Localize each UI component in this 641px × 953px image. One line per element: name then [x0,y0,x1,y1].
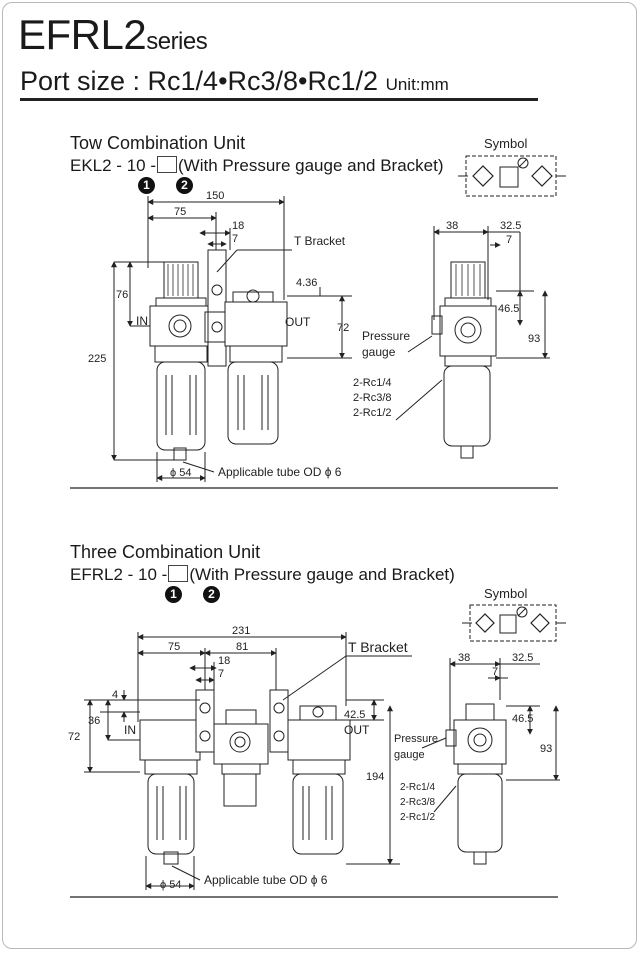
three-dim-93: 93 [540,743,552,755]
two-port-2: 2-Rc3/8 [353,392,392,404]
two-dim-325: 32.5 [500,220,521,232]
three-dim-81: 81 [236,641,248,653]
three-tube-label: Applicable tube OD ϕ 6 [204,873,328,887]
three-dim-38: 38 [458,652,470,664]
two-bracket-label: T Bracket [294,234,346,248]
two-out-label: OUT [285,315,311,329]
three-port-1: 2-Rc1/4 [400,782,435,793]
two-dim-93: 93 [528,333,540,345]
three-unit-model: EFRL2 - 10 -(With Pressure gauge and Bra… [70,565,455,584]
three-gauge-label-1: Pressure [394,733,438,745]
three-dim-7a: 7 [218,668,224,680]
three-dim-231: 231 [232,625,250,637]
three-bracket-left [195,689,215,753]
three-bracket-label: T Bracket [348,639,408,655]
model-blank-box [157,156,177,173]
three-dim-4: 4 [112,689,118,701]
two-in-label: IN [136,314,148,328]
three-lube-body [287,719,351,761]
three-filter-body [139,719,201,761]
two-gauge-label-2: gauge [362,345,396,359]
port-size: Port size : Rc1/4•Rc3/8•Rc1/2 [20,66,379,96]
two-dim-54: ϕ 54 [170,467,191,479]
three-reg-body [213,723,269,765]
two-unit-badge-1: 1 [138,177,155,194]
two-dim-436: 4.36 [296,277,317,289]
two-unit-badge-2: 2 [176,177,193,194]
three-side-bowl [457,773,503,853]
three-dim-194: 194 [366,771,384,783]
two-dim-75: 75 [174,206,186,218]
three-port-3: 2-Rc1/2 [400,812,435,823]
three-unit-badge-1: 1 [165,586,182,603]
three-bracket-right [269,689,289,753]
three-symbol-label: Symbol [484,586,527,601]
three-filter-bowl [147,773,195,855]
three-gauge-label-2: gauge [394,749,425,761]
port-size-line: Port size : Rc1/4•Rc3/8•Rc1/2 Unit:mm [20,68,449,95]
three-dim-72: 72 [68,731,80,743]
model-blank-box [168,565,189,582]
three-dim-7b: 7 [492,666,498,678]
two-port-3: 2-Rc1/2 [353,407,392,419]
two-port-1: 2-Rc1/4 [353,377,392,389]
title-underline [20,98,538,101]
two-dim-18: 18 [232,220,244,232]
series-title: EFRL2series [18,11,208,58]
two-unit-title: Tow Combination Unit [70,133,246,153]
unit-label: Unit:mm [385,75,449,94]
two-filter-bowl [156,361,206,451]
three-out-label: OUT [344,723,370,737]
two-dim-72: 72 [337,322,349,334]
three-dim-36: 36 [88,715,100,727]
two-dim-465: 46.5 [498,303,519,315]
two-dim-150: 150 [206,190,224,202]
two-unit-model: EKL2 - 10 -(With Pressure gauge and Brac… [70,156,444,175]
two-dim-76: 76 [116,289,128,301]
two-dim-7b: 7 [506,234,512,246]
three-dim-54: ϕ 54 [160,879,181,891]
two-symbol-label: Symbol [484,136,527,151]
three-unit-badge-2: 2 [203,586,220,603]
two-dim-38: 38 [446,220,458,232]
two-side-body [439,305,497,357]
three-reg-bonnet [223,773,257,807]
two-tube-label: Applicable tube OD ϕ 6 [218,465,342,479]
three-symbol-box [469,604,557,642]
three-lube-bowl [292,773,344,855]
two-dim-225: 225 [88,353,106,365]
three-side-body [453,719,507,765]
three-unit-title: Three Combination Unit [70,542,261,562]
three-in-label: IN [124,723,136,737]
three-dim-325: 32.5 [512,652,533,664]
three-dim-465: 46.5 [512,713,533,725]
three-port-2: 2-Rc3/8 [400,797,435,808]
two-gauge-label-1: Pressure [362,329,410,343]
three-dim-425: 42.5 [344,709,365,721]
three-dim-75: 75 [168,641,180,653]
three-dim-18: 18 [218,655,230,667]
two-dim-7a: 7 [232,233,238,245]
series-suffix: series [146,28,208,55]
two-lube-bowl [227,361,279,445]
